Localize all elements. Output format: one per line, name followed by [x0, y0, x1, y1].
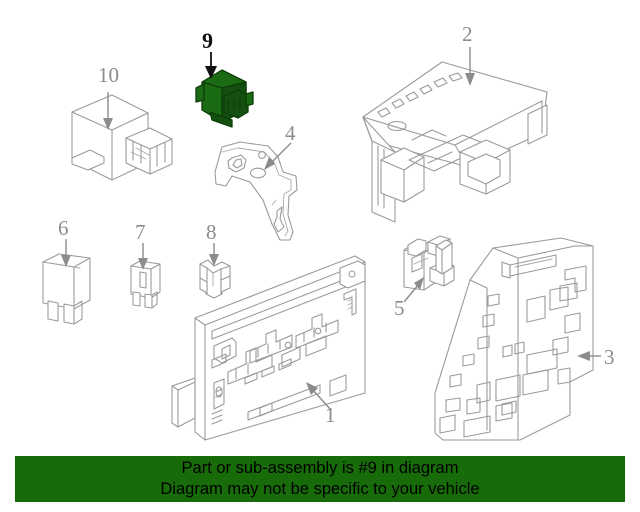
- callout-10: 10: [98, 63, 119, 130]
- callout-9-label: 9: [202, 28, 213, 53]
- part-1-fuse-panel: [171, 255, 366, 441]
- part-3-side-panel-housing: [434, 237, 594, 441]
- callout-10-label: 10: [98, 63, 119, 87]
- callout-4: 4: [264, 121, 296, 170]
- part-4-mounting-bracket: [214, 141, 298, 241]
- callout-2: 2: [462, 22, 475, 86]
- part-8-fuse-link: [199, 259, 231, 299]
- callout-4-label: 4: [285, 121, 296, 145]
- callout-2-label: 2: [462, 22, 473, 46]
- callout-5: 5: [394, 277, 424, 320]
- part-6-blade-fuse-large: [42, 253, 91, 325]
- notice-banner-line-2: Diagram may not be specific to your vehi…: [160, 480, 480, 498]
- callout-1-label: 1: [325, 403, 336, 427]
- callout-9: 9: [202, 28, 217, 79]
- callout-3: 3: [577, 345, 615, 369]
- callout-6: 6: [58, 216, 71, 267]
- callout-7-label: 7: [135, 220, 146, 244]
- part-2-fuse-box-cover: [362, 61, 548, 223]
- part-10-relay: [71, 94, 173, 181]
- callout-8: 8: [206, 220, 219, 266]
- notice-banner: Part or sub-assembly is #9 in diagram Di…: [15, 456, 625, 502]
- notice-banner-line-1: Part or sub-assembly is #9 in diagram: [181, 459, 459, 477]
- part-7-blade-fuse-small: [130, 260, 161, 309]
- part-5-connector-clip: [403, 235, 455, 291]
- callout-1: 1: [306, 382, 336, 427]
- callout-6-label: 6: [58, 216, 69, 240]
- callout-3-label: 3: [604, 345, 615, 369]
- callout-8-label: 8: [206, 220, 217, 244]
- part-9-relay-highlighted: [195, 69, 254, 128]
- callout-5-label: 5: [394, 296, 405, 320]
- callout-7: 7: [135, 220, 148, 270]
